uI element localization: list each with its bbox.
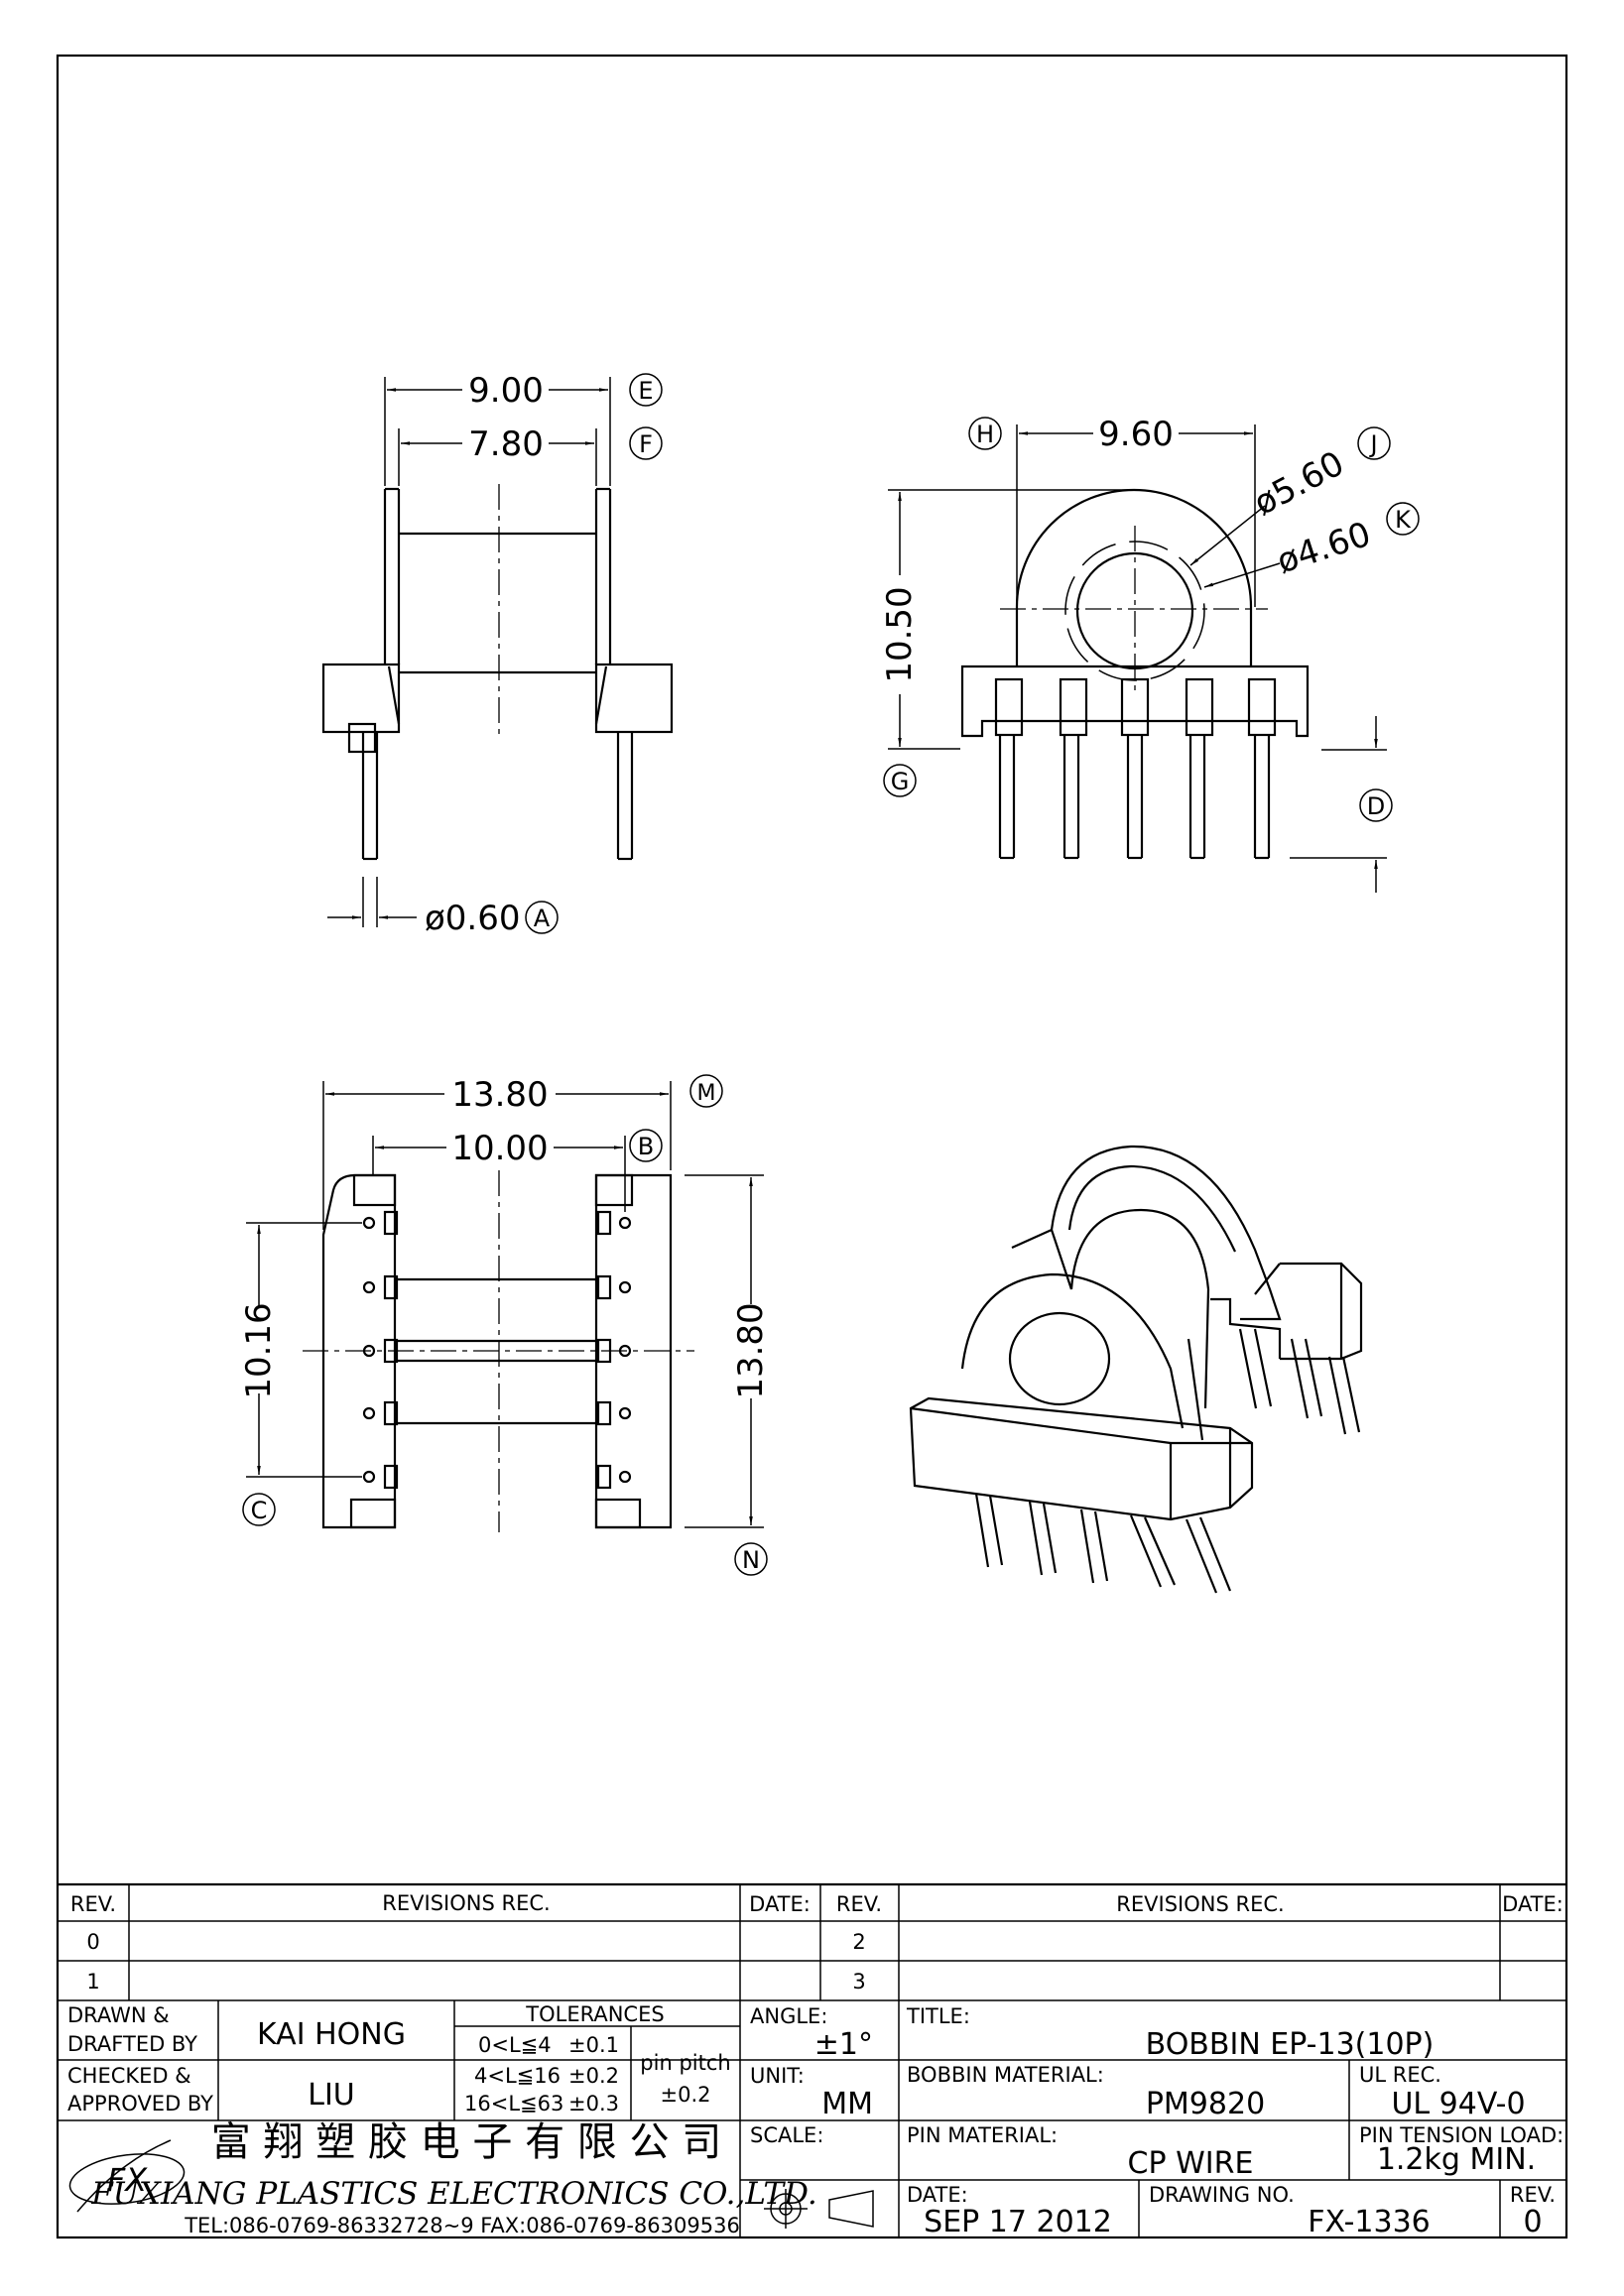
date-value: SEP 17 2012 [924,2205,1112,2239]
dim-13-80-top: 13.80 [451,1075,548,1115]
dim-9-60: 9.60 [1098,415,1174,454]
svg-text:N: N [742,1546,760,1574]
front-view [321,484,674,861]
svg-text:K: K [1395,506,1412,534]
svg-text:M: M [697,1081,716,1106]
callout-e: E [629,373,663,407]
dim-4-60: ø4.60 [1272,515,1375,582]
dim-9-00: 9.00 [468,371,544,411]
svg-text:H: H [976,421,994,448]
drawing-no-label: DRAWING NO. [1149,2183,1295,2207]
tol-range-2: 4<L≦16 [474,2064,561,2088]
rev-row-1: 1 [86,1970,99,1994]
front-view-dimensions: 9.00 7.80 ø0.60 [327,371,611,938]
unit-value: MM [821,2087,873,2121]
callout-markers: E F A H J K G D M B C N [242,373,1420,1576]
drawn-by-value: KAI HONG [257,2017,406,2052]
callout-k: K [1386,502,1420,536]
angle-label: ANGLE: [750,2004,827,2028]
tol-range-1: 0<L≦4 [478,2033,552,2057]
svg-text:F: F [639,430,653,458]
bobbin-material-label: BOBBIN MATERIAL: [907,2063,1104,2087]
dim-0-60: ø0.60 [425,899,521,938]
svg-text:FX: FX [107,2161,148,2199]
dim-13-80-side: 13.80 [731,1302,771,1398]
company-contact: TEL:086-0769-86332728~9 FAX:086-0769-863… [184,2214,740,2237]
scale-label: SCALE: [750,2123,823,2147]
dim-10-50: 10.50 [880,586,920,682]
tolerances-label: TOLERANCES [525,2002,664,2026]
dim-10-16: 10.16 [239,1302,279,1398]
checked-by-value: LIU [308,2078,355,2113]
dim-5-60: ø5.60 [1247,443,1350,524]
svg-text:A: A [534,905,551,932]
svg-text:G: G [891,768,910,795]
callout-g: G [883,764,917,797]
dim-7-80: 7.80 [468,424,544,464]
callout-n: N [734,1542,768,1576]
rev-row-3: 3 [852,1970,865,1994]
side-view [960,488,1310,860]
dim-10-00: 10.00 [451,1129,548,1168]
side-view-dimensions: 9.60 10.50 ø5.60 ø4.60 [880,415,1387,893]
checked-label: CHECKED & [67,2064,191,2088]
tol-value-3: ±0.3 [568,2092,619,2115]
svg-text:C: C [251,1497,268,1524]
svg-text:B: B [638,1133,654,1160]
pin-pitch-label: pin pitch [640,2051,730,2075]
drawn-label: DRAWN & [67,2003,170,2027]
pin-tension-label: PIN TENSION LOAD: [1359,2123,1563,2147]
revisions-rec-header-right: REVISIONS REC. [1116,1892,1284,1916]
unit-label: UNIT: [750,2064,805,2088]
rev-row-0: 0 [86,1930,99,1954]
title-value: BOBBIN EP-13(10P) [1146,2027,1435,2062]
tol-value-2: ±0.2 [568,2064,619,2088]
callout-b: B [629,1129,663,1162]
svg-text:E: E [638,377,653,405]
pin-pitch-value: ±0.2 [661,2083,711,2107]
company-name-en: FUXIANG PLASTICS ELECTRONICS CO.,LTD. [90,2176,816,2212]
pin-tension-value: 1.2kg MIN. [1377,2142,1536,2177]
callout-d: D [1359,788,1393,822]
tol-value-1: ±0.1 [568,2033,619,2057]
company-name-cn: 富 翔 塑 胶 电 子 有 限 公 司 [211,2119,721,2165]
projection-symbol-icon [764,2189,874,2229]
callout-j: J [1357,426,1391,460]
callout-m: M [689,1074,723,1108]
ul-rec-value: UL 94V-0 [1391,2087,1525,2121]
rev-header-right: REV. [836,1892,882,1916]
date-label: DATE: [907,2183,968,2207]
top-view [303,1170,694,1532]
company-logo-icon: FX [68,2139,186,2213]
sheet-border [56,54,1568,2239]
angle-value: ±1° [814,2027,873,2062]
callout-f: F [629,426,663,460]
callout-c: C [242,1493,276,1526]
pin-material-value: CP WIRE [1128,2146,1254,2181]
revisions-rec-header-left: REVISIONS REC. [382,1891,550,1915]
title-label: TITLE: [906,2004,970,2028]
rev-label: REV. [1510,2183,1556,2207]
rev-row-2: 2 [852,1930,865,1954]
rev-value: 0 [1523,2205,1542,2239]
rev-header-left: REV. [70,1892,116,1916]
pin-material-label: PIN MATERIAL: [907,2123,1058,2147]
ul-rec-label: UL REC. [1359,2063,1441,2087]
approved-label: APPROVED BY [67,2092,213,2115]
drawing-no-value: FX-1336 [1308,2205,1431,2239]
tol-range-3: 16<L≦63 [464,2092,563,2115]
title-block: DRAWN & DRAFTED BY KAI HONG CHECKED & AP… [58,2000,1566,2239]
bobbin-material-value: PM9820 [1146,2087,1265,2121]
drafted-label: DRAFTED BY [67,2032,197,2056]
svg-text:J: J [1368,430,1377,458]
svg-text:D: D [1367,792,1385,820]
callout-a: A [525,901,559,934]
revision-table: REV. REVISIONS REC. DATE: REV. REVISIONS… [58,1882,1566,2001]
top-view-dimensions: 13.80 10.00 10.16 13.80 [239,1075,771,1528]
callout-h: H [968,417,1002,450]
isometric-view [909,1145,1363,1594]
date-header-left: DATE: [749,1892,811,1916]
date-header-right: DATE: [1502,1892,1563,1916]
